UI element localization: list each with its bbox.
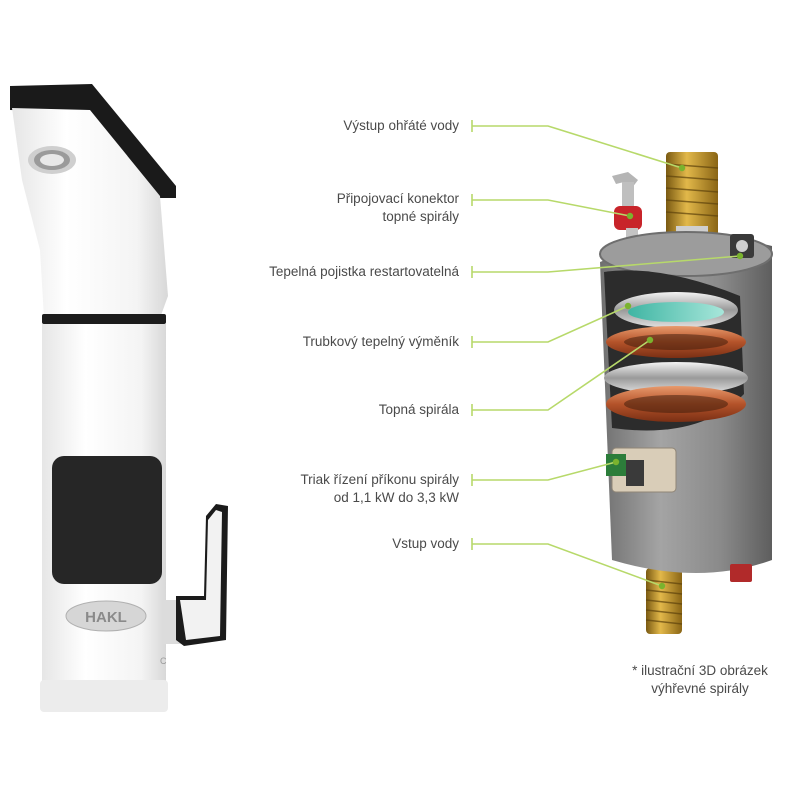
bottom-tab bbox=[730, 564, 752, 582]
callout-coil-connector: Připojovací konektor topné spirály bbox=[337, 190, 459, 226]
brand-logo-text: HAKL bbox=[85, 609, 127, 626]
callout-line: Triak řízení příkonu spirály bbox=[300, 472, 459, 487]
body-band bbox=[42, 314, 166, 324]
callout-line: Trubkový tepelný výměník bbox=[302, 334, 459, 349]
leader-dot-connector bbox=[626, 212, 634, 220]
tube-heat-exchanger bbox=[614, 292, 738, 328]
leader-dot-thermal-fuse bbox=[736, 252, 744, 260]
callout-line: od 1,1 kW do 3,3 kW bbox=[333, 490, 459, 505]
faucet-heater bbox=[10, 84, 228, 712]
callout-hot-water-outlet: Výstup ohřáté vody bbox=[343, 117, 459, 135]
callout-line: Vstup vody bbox=[392, 536, 459, 551]
callout-water-inlet: Vstup vody bbox=[392, 535, 459, 553]
callout-line: Topná spirála bbox=[378, 402, 459, 417]
leader-line-outlet bbox=[471, 120, 683, 169]
callout-heat-exchanger: Trubkový tepelný výměník bbox=[303, 333, 459, 351]
leader-line-coil bbox=[471, 339, 651, 416]
leader-line-exchanger bbox=[471, 305, 629, 348]
callout-heating-coil: Topná spirála bbox=[379, 401, 459, 419]
faucet-top-cap bbox=[10, 84, 176, 198]
heating-coil bbox=[604, 326, 748, 422]
leader-dot-triac bbox=[612, 458, 620, 466]
triac-module bbox=[606, 447, 677, 493]
leader-dot-outlet bbox=[678, 164, 686, 172]
leader-dot-exchanger bbox=[624, 302, 632, 310]
thermal-fuse bbox=[730, 234, 754, 258]
heating-cartridge bbox=[599, 152, 773, 634]
leader-line-thermal-fuse bbox=[471, 255, 741, 278]
leader-line-inlet bbox=[471, 538, 663, 587]
water-inlet-fitting bbox=[645, 568, 683, 634]
side-marking: C bbox=[160, 656, 167, 666]
aerator bbox=[28, 146, 76, 174]
callout-line: Výstup ohřáté vody bbox=[343, 118, 459, 133]
faucet-neck bbox=[12, 108, 168, 318]
callout-triac: Triak řízení příkonu spirály od 1,1 kW d… bbox=[300, 471, 459, 507]
callout-thermal-fuse: Tepelná pojistka restartovatelná bbox=[269, 263, 459, 281]
coil-window bbox=[52, 456, 162, 584]
leader-lines bbox=[471, 120, 741, 587]
leader-dot-coil bbox=[646, 336, 654, 344]
callout-line: topné spirály bbox=[382, 209, 459, 224]
callout-line: Připojovací konektor bbox=[336, 191, 459, 206]
footnote-line: * ilustrační 3D obrázek bbox=[632, 663, 768, 678]
illustration-footnote: * ilustrační 3D obrázek výhřevné spirály bbox=[600, 662, 800, 698]
footnote-line: výhřevné spirály bbox=[651, 681, 749, 696]
brand-logo bbox=[65, 600, 147, 632]
leader-line-triac bbox=[471, 461, 617, 486]
leader-dots bbox=[612, 164, 744, 590]
lever-handle bbox=[162, 504, 228, 646]
faucet-base bbox=[40, 680, 168, 712]
callout-line: Tepelná pojistka restartovatelná bbox=[269, 264, 459, 279]
leader-dot-inlet bbox=[658, 582, 666, 590]
leader-line-connector bbox=[471, 194, 631, 217]
